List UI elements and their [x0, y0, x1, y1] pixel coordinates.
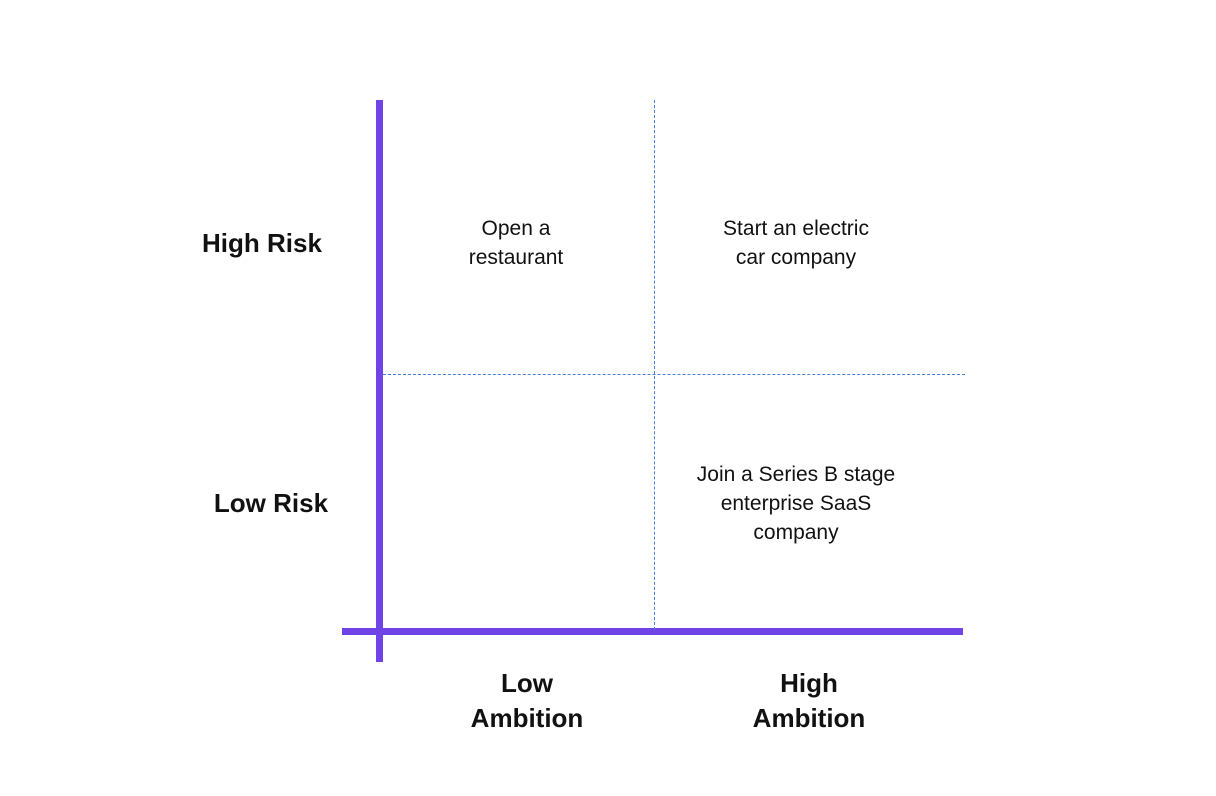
- x-axis-line: [342, 628, 963, 635]
- x-axis-label-high-ambition: High Ambition: [752, 668, 866, 733]
- vertical-divider: [654, 100, 655, 630]
- y-axis-label-low-risk: Low Risk: [213, 488, 329, 518]
- x-axis-label-low-ambition: Low Ambition: [470, 668, 584, 733]
- quadrant-top-right-text: Start an electric car company: [723, 217, 869, 269]
- quadrant-top-left-text: Open a restaurant: [468, 217, 564, 269]
- quadrant-bottom-right-text: Join a Series B stage enterprise SaaS co…: [696, 463, 896, 544]
- y-axis-line: [376, 100, 383, 662]
- horizontal-divider: [383, 374, 965, 375]
- y-axis-label-high-risk: High Risk: [202, 228, 322, 258]
